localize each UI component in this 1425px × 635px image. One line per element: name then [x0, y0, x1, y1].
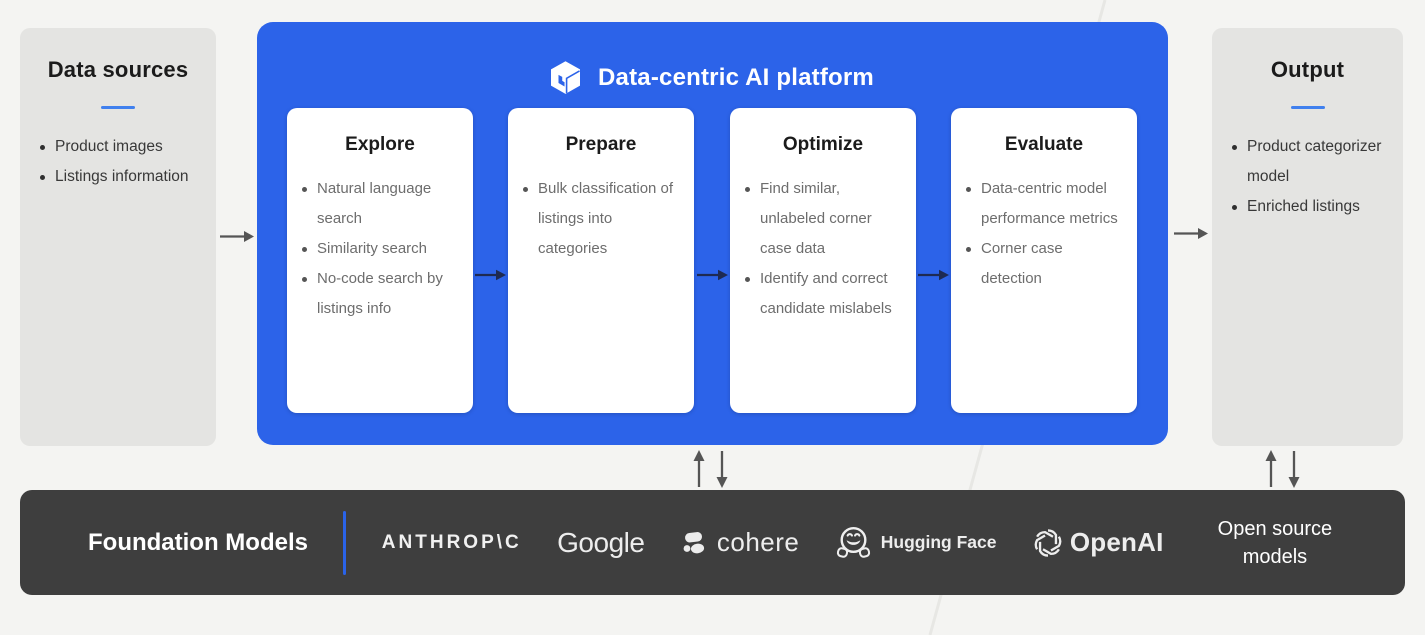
list-item-label: Product categorizer model: [1247, 138, 1382, 185]
arrow-up-down-icon: [693, 450, 728, 488]
list-item: Natural language search: [302, 174, 463, 234]
list-item: Similarity search: [302, 234, 463, 264]
bullet-dot: [1232, 205, 1237, 210]
bullet-dot: [302, 277, 307, 282]
list-item-label: Corner case detection: [981, 240, 1063, 287]
stage-card-evaluate: Evaluate Data-centric model performance …: [951, 108, 1137, 413]
cube-icon: [551, 61, 581, 94]
list-item: Identify and correct candidate mislabels: [745, 264, 906, 324]
list-item: Data-centric model performance metrics: [966, 174, 1127, 234]
arrow-right-icon: [475, 269, 506, 281]
bullet-dot: [745, 277, 750, 282]
stage-title: Optimize: [782, 134, 864, 155]
openai-knot-icon: [1034, 528, 1062, 557]
stage-card-prepare: Prepare Bulk classification of listings …: [508, 108, 694, 413]
stage-list: Bulk classification of listings into cat…: [508, 174, 694, 264]
arrow-right-icon: [697, 269, 728, 281]
bullet-dot: [745, 187, 750, 192]
cohere-label: cohere: [716, 527, 800, 557]
stage-title: Explore: [345, 134, 415, 155]
title-underline: [101, 106, 135, 109]
platform-header: Data-centric AI platform: [257, 22, 1168, 94]
bullet-dot: [302, 247, 307, 252]
output-title: Output: [1270, 57, 1345, 82]
google-logo: Google: [557, 526, 645, 558]
stage-list: Data-centric model performance metrics C…: [951, 174, 1137, 294]
bullet-dot: [40, 175, 45, 180]
list-item-label: Find similar, unlabeled corner case data: [760, 180, 872, 257]
platform-panel: Data-centric AI platform Explore Natural…: [257, 22, 1168, 445]
list-item: Product images: [40, 132, 204, 162]
list-item: No-code search by listings info: [302, 264, 463, 324]
bullet-dot: [40, 145, 45, 150]
hugging-face-icon: [836, 526, 870, 558]
list-item-label: Natural language search: [317, 180, 432, 227]
bullet-dot: [966, 187, 971, 192]
data-sources-panel: Data sources Product images Listings inf…: [20, 28, 216, 446]
list-item: Corner case detection: [966, 234, 1127, 294]
list-item-label: Enriched listings: [1247, 198, 1360, 215]
stage-card-optimize: Optimize Find similar, unlabeled corner …: [730, 108, 916, 413]
data-sources-title: Data sources: [47, 57, 189, 82]
arrow-right-icon: [1174, 228, 1208, 239]
list-item-label: Data-centric model performance metrics: [981, 180, 1118, 227]
foundation-models-bar: Foundation Models ANTHROP\C Google coher…: [20, 490, 1405, 595]
output-panel: Output Product categorizer model Enriche…: [1212, 28, 1403, 446]
stage-list: Find similar, unlabeled corner case data…: [730, 174, 916, 324]
huggingface-label: Hugging Face: [880, 532, 997, 552]
list-item: Find similar, unlabeled corner case data: [745, 174, 906, 264]
list-item-label: Similarity search: [317, 240, 428, 257]
stage-title: Prepare: [565, 134, 637, 155]
bullet-dot: [1232, 145, 1237, 150]
stage-list: Natural language search Similarity searc…: [287, 174, 473, 324]
openai-label: OpenAI: [1069, 527, 1164, 557]
list-item-label: No-code search by listings info: [317, 270, 443, 317]
arrow-up-down-icon: [1265, 450, 1300, 488]
list-item: Listings information: [40, 162, 204, 192]
bullet-dot: [523, 187, 528, 192]
open-source-models-label: Open source models: [1217, 517, 1333, 568]
list-item-label: Bulk classification of listings into cat…: [538, 180, 674, 257]
arrow-right-icon: [220, 231, 254, 242]
bullet-dot: [966, 247, 971, 252]
stage-card-explore: Explore Natural language search Similari…: [287, 108, 473, 413]
list-item: Bulk classification of listings into cat…: [523, 174, 684, 264]
output-list: Product categorizer model Enriched listi…: [1212, 132, 1403, 222]
cohere-logo: cohere: [680, 527, 800, 558]
bullet-dot: [302, 187, 307, 192]
list-item: Enriched listings: [1232, 192, 1391, 222]
list-item: Product categorizer model: [1232, 132, 1391, 192]
list-item-label: Listings information: [55, 168, 189, 185]
platform-title: Data-centric AI platform: [598, 63, 874, 91]
list-item-label: Identify and correct candidate mislabels: [760, 270, 892, 317]
title-underline: [1290, 106, 1325, 109]
huggingface-logo: Hugging Face: [835, 525, 997, 560]
foundation-models-title: Foundation Models: [88, 528, 308, 556]
stage-title: Evaluate: [1004, 134, 1084, 155]
list-item-label: Product images: [55, 138, 163, 155]
anthropic-logo: ANTHROP\C: [381, 531, 522, 553]
vertical-divider: [343, 510, 347, 575]
openai-logo: OpenAI: [1032, 527, 1164, 559]
cohere-blobs-icon: [683, 531, 704, 553]
data-sources-list: Product images Listings information: [20, 132, 216, 192]
arrow-right-icon: [918, 269, 949, 281]
